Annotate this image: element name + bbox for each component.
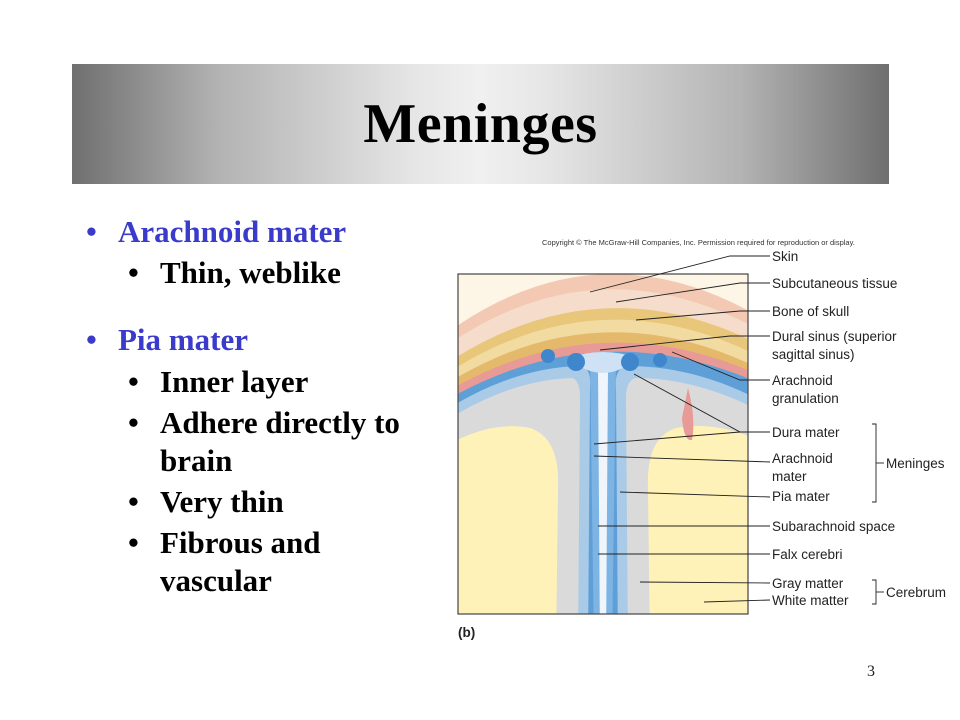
label-dural-sinus-cont: sagittal sinus) — [772, 347, 855, 362]
label-arachnoid-granulation-cont: granulation — [772, 391, 839, 406]
sub-bullet-thin-weblike: Thin, weblike — [160, 255, 341, 290]
label-cerebrum: Cerebrum — [886, 585, 946, 600]
sub-bullet-fibrous: Fibrous and — [160, 525, 321, 560]
label-gray-matter: Gray matter — [772, 576, 844, 591]
diagram-frame — [457, 273, 749, 615]
label-white-matter: White matter — [772, 593, 849, 608]
sub-bullet-dot: • — [128, 255, 139, 290]
sub-bullet-adhere: Adhere directly to — [160, 405, 400, 440]
label-dura-mater: Dura mater — [772, 425, 840, 440]
title-bar: Meninges — [72, 64, 889, 184]
meninges-diagram: Copyright © The McGraw-Hill Companies, I… — [457, 238, 946, 640]
sub-bullet-very-thin: Very thin — [160, 484, 284, 519]
bullet-dot: • — [86, 322, 97, 357]
label-skin: Skin — [772, 249, 798, 264]
sub-bullet-dot: • — [128, 364, 139, 399]
leader-lines — [589, 255, 884, 605]
sub-bullet-dot: • — [128, 525, 139, 560]
bullet-dot: • — [86, 214, 97, 249]
panel-label: (b) — [458, 625, 475, 640]
sub-bullet-fibrous-cont: vascular — [160, 563, 272, 598]
sub-bullet-adhere-cont: brain — [160, 443, 233, 478]
label-dural-sinus: Dural sinus (superior — [772, 329, 897, 344]
label-arachnoid-mater: Arachnoid — [772, 451, 833, 466]
label-arachnoid-mater-cont: mater — [772, 469, 807, 484]
label-arachnoid-granulation: Arachnoid — [772, 373, 833, 388]
label-bone-of-skull: Bone of skull — [772, 304, 849, 319]
label-falx-cerebri: Falx cerebri — [772, 547, 843, 562]
page-number: 3 — [867, 663, 875, 680]
sub-bullet-dot: • — [128, 484, 139, 519]
bullet-arachnoid-mater: Arachnoid mater — [118, 214, 347, 249]
label-meninges: Meninges — [886, 456, 945, 471]
copyright-note: Copyright © The McGraw-Hill Companies, I… — [542, 238, 855, 247]
sub-bullet-inner-layer: Inner layer — [160, 364, 309, 399]
sub-bullet-dot: • — [128, 405, 139, 440]
label-subcutaneous-tissue: Subcutaneous tissue — [772, 276, 897, 291]
slide-title: Meninges — [363, 93, 598, 155]
label-pia-mater: Pia mater — [772, 489, 830, 504]
bullet-pia-mater: Pia mater — [118, 322, 248, 357]
skull-cross-section — [458, 274, 748, 614]
label-subarachnoid-space: Subarachnoid space — [772, 519, 895, 534]
